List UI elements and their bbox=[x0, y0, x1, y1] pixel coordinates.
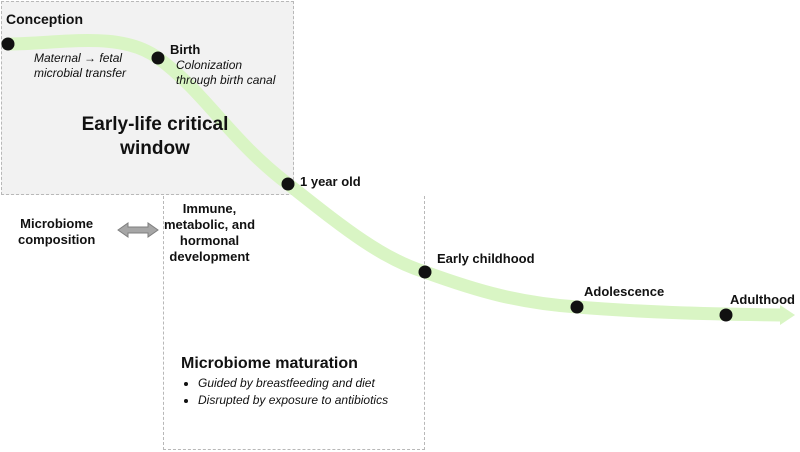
label-adolescence: Adolescence bbox=[584, 284, 665, 299]
maturation-bullets: Guided by breastfeeding and diet Disrupt… bbox=[180, 376, 428, 410]
critical-window-title: Early-life critical window bbox=[81, 114, 229, 159]
bullet-item: Guided by breastfeeding and diet bbox=[198, 376, 428, 391]
dot-adolescence bbox=[570, 300, 584, 314]
note-birth-line1: Colonization bbox=[176, 58, 243, 72]
label-conception: Conception bbox=[6, 11, 83, 27]
label-early-childhood: Early childhood bbox=[437, 251, 535, 266]
dot-adulthood bbox=[719, 308, 733, 322]
note-maternal-line1: Maternal → fetal bbox=[34, 51, 123, 65]
double-arrow-icon bbox=[117, 222, 159, 238]
microbiome-composition-label: Microbiome composition bbox=[18, 216, 96, 247]
dot-birth bbox=[151, 51, 165, 65]
dot-one-year bbox=[281, 177, 295, 191]
dot-conception bbox=[1, 37, 15, 51]
bullet-item: Disrupted by exposure to antibiotics bbox=[198, 393, 428, 408]
note-birth-line2: through birth canal bbox=[176, 73, 276, 87]
maturation-title: Microbiome maturation bbox=[181, 355, 358, 372]
timeline-arrowhead bbox=[780, 305, 795, 325]
dot-early-childhood bbox=[418, 265, 432, 279]
note-maternal-line2: microbial transfer bbox=[34, 66, 127, 80]
critical-window-box bbox=[1, 1, 294, 195]
label-adulthood: Adulthood bbox=[730, 292, 795, 307]
timeline-curve bbox=[1, 34, 789, 322]
development-label: Immune, metabolic, and hormonal developm… bbox=[164, 201, 256, 264]
label-birth: Birth bbox=[170, 42, 201, 57]
maturation-box bbox=[163, 196, 425, 450]
label-one-year: 1 year old bbox=[300, 174, 361, 189]
